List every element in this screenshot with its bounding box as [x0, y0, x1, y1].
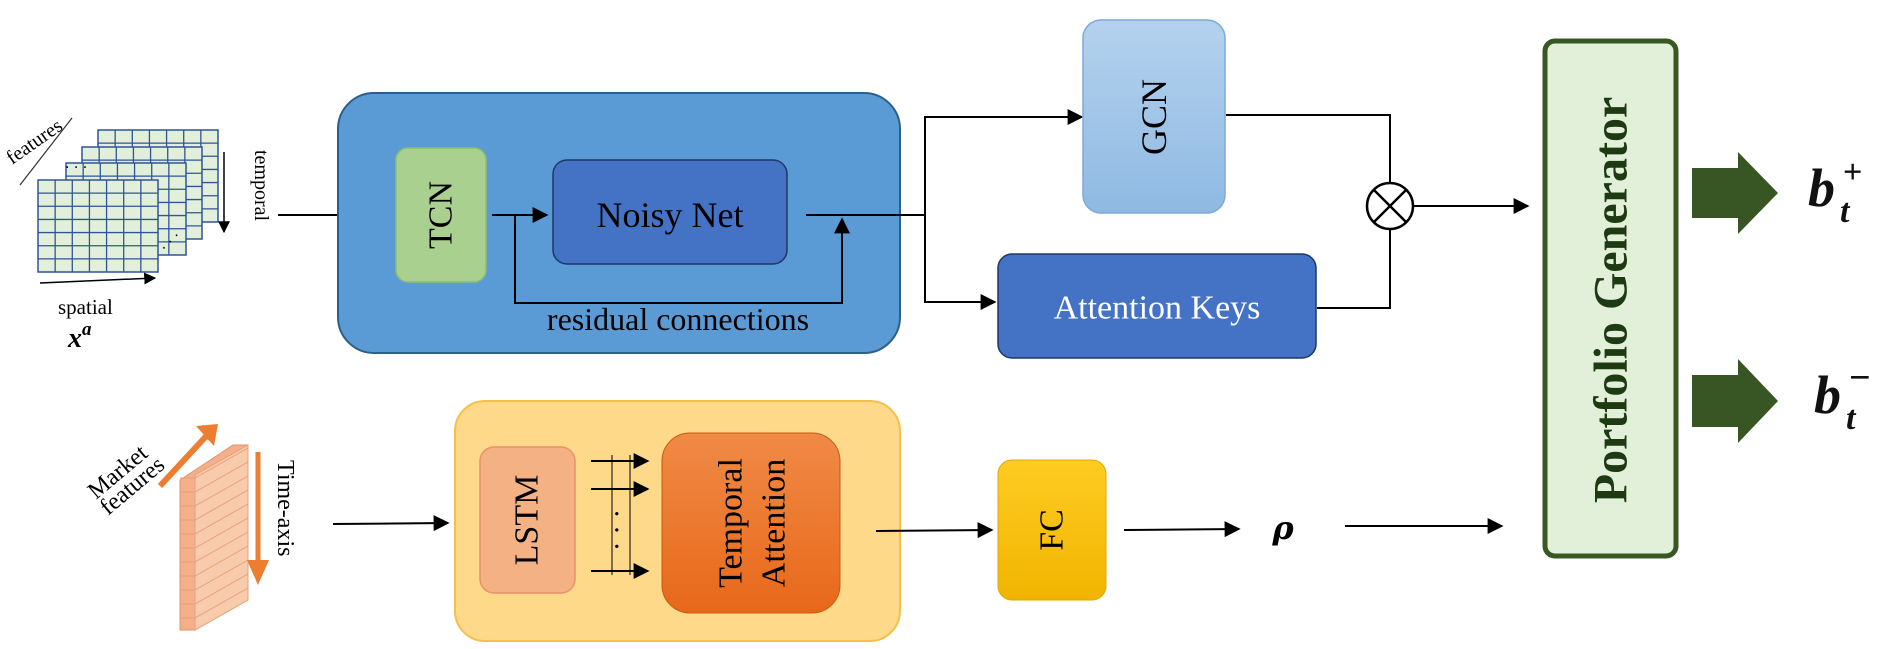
- line-attention-to-multiply: [1317, 230, 1391, 309]
- residual-connections-label: residual connections: [547, 301, 809, 337]
- portfolio-generator-box: [1542, 38, 1679, 559]
- attention-keys-box: [997, 253, 1317, 359]
- x-symbol-base: x: [67, 323, 82, 354]
- temporal-attention-box: [661, 432, 841, 614]
- portfolio-generator-label: Portfolio Generator: [1585, 97, 1638, 504]
- lstm-box: [479, 446, 576, 594]
- spatial-axis-arrow: [39, 272, 157, 285]
- gcn-box: [1082, 19, 1226, 214]
- x-symbol-sup: a: [82, 319, 92, 340]
- b-plus-base: b: [1808, 158, 1835, 218]
- x-a-symbol: xa: [67, 319, 92, 354]
- spatial-label: spatial: [58, 295, 113, 319]
- fc-label: FC: [1034, 509, 1071, 551]
- b-plus-symbol: b: [1808, 158, 1835, 218]
- output-arrow-plus: [1692, 152, 1778, 234]
- multiply-operator-icon: [1365, 181, 1415, 231]
- fc-box: [997, 459, 1107, 601]
- market-features-arrow: [157, 429, 213, 489]
- noisy-net-label: Noisy Net: [597, 195, 744, 235]
- gcn-label: GCN: [1134, 79, 1174, 155]
- noisy-net-box: [552, 159, 788, 265]
- output-arrow-minus: [1692, 359, 1778, 443]
- arrow-fc-to-rho: [1123, 521, 1241, 538]
- features-label: features: [2, 115, 67, 169]
- b-minus-sup: −: [1849, 357, 1871, 399]
- temporal-label: temporal: [250, 150, 272, 222]
- b-minus-symbol: b: [1814, 365, 1841, 425]
- b-plus-sup: +: [1843, 154, 1862, 191]
- b-minus-sub: t: [1846, 400, 1857, 437]
- line-gcn-to-multiply: [1226, 114, 1391, 182]
- b-minus-base: b: [1814, 365, 1841, 425]
- tcn-block: TCN Noisy Net residual connections: [337, 92, 925, 354]
- arrow-lstm-to-fc: [875, 522, 994, 539]
- feature-tensor-icon: features temporal spatial xa . . . . . .: [2, 115, 272, 354]
- arrow-market-to-lstm: [332, 515, 450, 532]
- market-features-icon: Market features Time-axis: [83, 424, 298, 631]
- tcn-box: [395, 147, 487, 283]
- temporal-attention-line2: Attention: [756, 459, 793, 587]
- lstm-dots: · · ·: [603, 509, 634, 551]
- lstm-block: LSTM · · · Temporal Attention: [454, 400, 901, 642]
- time-axis-label: Time-axis: [272, 460, 298, 556]
- tcn-label: TCN: [423, 181, 460, 249]
- lstm-label: LSTM: [509, 475, 546, 566]
- rho-label: ρ: [1271, 509, 1294, 547]
- features-axis-line: [19, 117, 73, 186]
- arrow-to-attention-keys: [924, 215, 997, 310]
- b-plus-sub: t: [1840, 193, 1851, 230]
- temporal-attention-line1: Temporal: [713, 458, 750, 588]
- residual-connection-path: [514, 215, 850, 304]
- attention-keys-label: Attention Keys: [1054, 290, 1261, 327]
- arrow-to-gcn: [924, 109, 1084, 215]
- brick-wall: [179, 444, 249, 631]
- feature-grid-layer-4: [37, 179, 159, 273]
- grid-ellipsis-top: . . .: [65, 156, 87, 172]
